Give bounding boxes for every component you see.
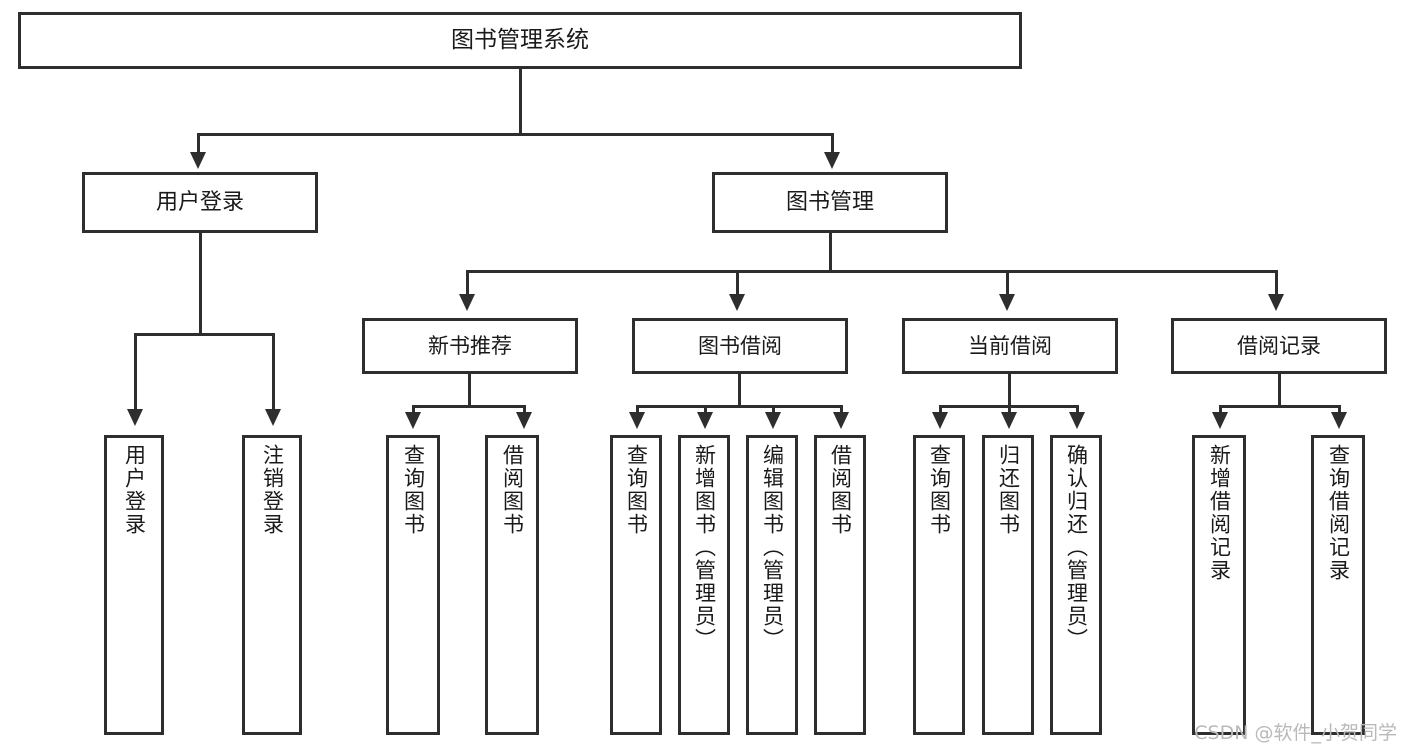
node-label: 当前借阅 [968, 333, 1052, 358]
node-label: 图书管理 [785, 189, 874, 215]
arrow-current-borrow-leaf-2 [1001, 412, 1017, 429]
node-new-book-recommend[interactable]: 新书推荐 [362, 318, 578, 374]
leaf-label: 编辑图书（管理员） [760, 444, 785, 651]
connector-root-bus [197, 133, 834, 136]
connector-root-stem [519, 69, 522, 135]
leaf-label: 注销登录 [260, 444, 285, 536]
node-root-system[interactable]: 图书管理系统 [18, 12, 1022, 69]
connector-user-login-stem [199, 233, 202, 335]
connector-user-login-drop-2 [272, 333, 275, 415]
arrow-book-borrow-leaf-4 [833, 412, 849, 429]
arrow-book-mgmt-child-2 [729, 294, 745, 311]
arrow-borrow-record-leaf-1 [1212, 412, 1228, 429]
connector-root-to-book-mgmt [831, 133, 834, 158]
arrow-new-book-leaf-1 [405, 412, 421, 429]
connector-book-borrow-stem [738, 374, 741, 408]
leaf-label: 确认归还（管理员） [1064, 444, 1089, 651]
leaf-add-borrow-record[interactable]: 新增借阅记录 [1192, 435, 1246, 735]
arrow-current-borrow-leaf-3 [1069, 412, 1085, 429]
arrow-borrow-record-leaf-2 [1331, 412, 1347, 429]
arrow-book-mgmt-child-4 [1268, 294, 1284, 311]
arrow-book-borrow-leaf-3 [765, 412, 781, 429]
arrow-book-mgmt-child-1 [459, 294, 475, 311]
leaf-confirm-return-admin[interactable]: 确认归还（管理员） [1050, 435, 1102, 735]
leaf-label: 查询图书 [927, 444, 952, 536]
arrow-user-login-leaf-2 [265, 409, 281, 426]
connector-new-book-bus [412, 405, 526, 408]
arrow-user-login-leaf-1 [127, 409, 143, 426]
watermark-text: CSDN @软件_小贺同学 [1194, 722, 1397, 744]
node-label: 图书借阅 [698, 333, 782, 358]
arrow-book-borrow-leaf-1 [629, 412, 645, 429]
leaf-query-book-borrow[interactable]: 查询图书 [610, 435, 662, 735]
arrow-root-to-user-login [190, 152, 206, 169]
leaf-label: 查询图书 [624, 444, 649, 536]
connector-book-mgmt-stem [829, 233, 832, 273]
connector-book-mgmt-drop-1 [466, 270, 469, 300]
leaf-borrow-book[interactable]: 借阅图书 [814, 435, 866, 735]
node-label: 图书管理系统 [451, 27, 589, 54]
connector-book-mgmt-bus [466, 270, 1278, 273]
node-label: 新书推荐 [428, 333, 512, 358]
leaf-label: 查询借阅记录 [1326, 444, 1351, 582]
leaf-query-borrow-record[interactable]: 查询借阅记录 [1311, 435, 1365, 735]
node-current-borrow[interactable]: 当前借阅 [902, 318, 1118, 374]
connector-current-borrow-stem [1008, 374, 1011, 408]
leaf-query-book-recommend[interactable]: 查询图书 [386, 435, 440, 735]
node-book-management[interactable]: 图书管理 [712, 172, 948, 233]
node-user-login[interactable]: 用户登录 [82, 172, 318, 233]
leaf-label: 新增借阅记录 [1207, 444, 1232, 582]
node-label: 借阅记录 [1237, 333, 1321, 358]
leaf-add-book-admin[interactable]: 新增图书（管理员） [678, 435, 730, 735]
connector-book-mgmt-drop-4 [1275, 270, 1278, 300]
leaf-label: 用户登录 [122, 444, 147, 536]
connector-borrow-record-bus [1219, 405, 1341, 408]
connector-book-mgmt-drop-2 [736, 270, 739, 300]
leaf-query-book-current[interactable]: 查询图书 [913, 435, 965, 735]
connector-borrow-record-stem [1278, 374, 1281, 408]
connector-user-login-bus [134, 333, 275, 336]
leaf-return-book[interactable]: 归还图书 [982, 435, 1034, 735]
leaf-logout[interactable]: 注销登录 [242, 435, 302, 735]
leaf-borrow-book-recommend[interactable]: 借阅图书 [485, 435, 539, 735]
leaf-label: 借阅图书 [828, 444, 853, 536]
arrow-current-borrow-leaf-1 [932, 412, 948, 429]
node-book-borrow[interactable]: 图书借阅 [632, 318, 848, 374]
arrow-book-mgmt-child-3 [999, 294, 1015, 311]
connector-user-login-drop-1 [134, 333, 137, 415]
leaf-label: 借阅图书 [500, 444, 525, 536]
connector-book-mgmt-drop-3 [1006, 270, 1009, 300]
leaf-user-login[interactable]: 用户登录 [104, 435, 164, 735]
node-label: 用户登录 [155, 189, 244, 215]
leaf-label: 查询图书 [401, 444, 426, 536]
leaf-label: 新增图书（管理员） [692, 444, 717, 651]
connector-new-book-stem [468, 374, 471, 408]
leaf-edit-book-admin[interactable]: 编辑图书（管理员） [746, 435, 798, 735]
connector-root-to-user-login [197, 133, 200, 158]
arrow-book-borrow-leaf-2 [697, 412, 713, 429]
arrow-new-book-leaf-2 [516, 412, 532, 429]
connector-book-borrow-bus [636, 405, 840, 408]
leaf-label: 归还图书 [996, 444, 1021, 536]
node-borrow-record[interactable]: 借阅记录 [1171, 318, 1387, 374]
arrow-root-to-book-mgmt [824, 152, 840, 169]
